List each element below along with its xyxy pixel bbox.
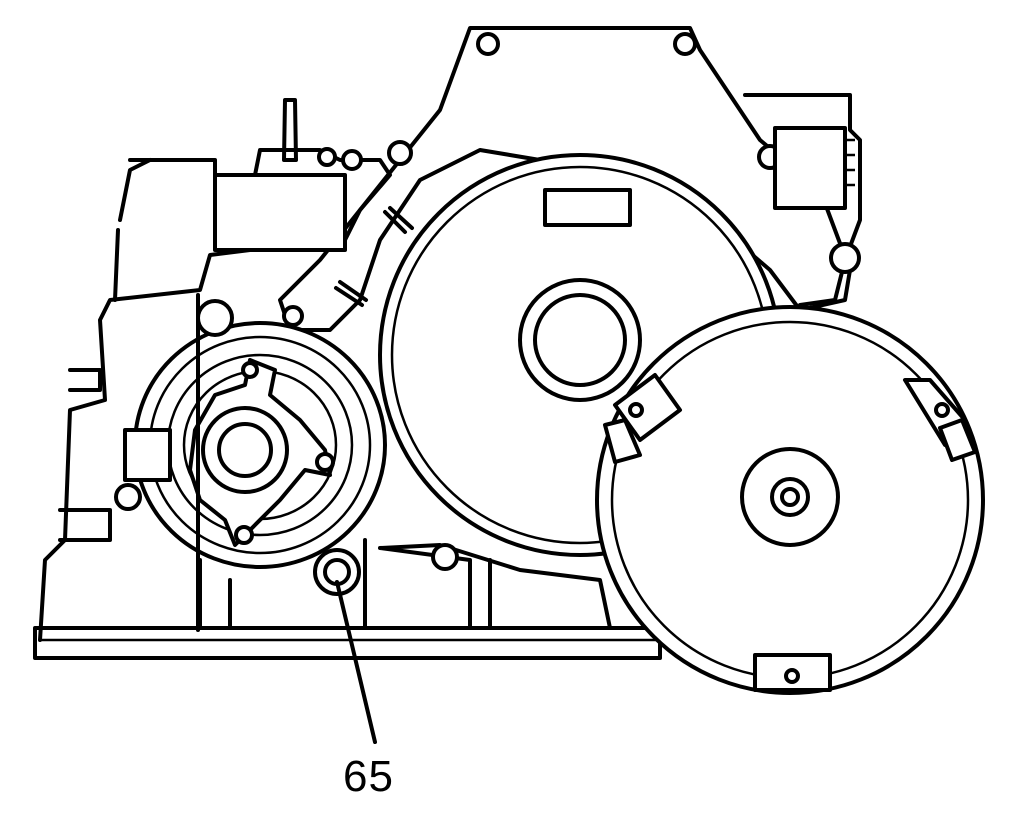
converter-lug-bottom-hole bbox=[784, 668, 800, 684]
lower-boss bbox=[431, 543, 459, 571]
pump-bolt-top bbox=[241, 361, 259, 379]
mount-hole-top-left bbox=[476, 32, 500, 56]
converter-lug-left bbox=[613, 373, 682, 442]
converter-left-tabs bbox=[603, 418, 642, 464]
mount-hole-arm bbox=[282, 305, 304, 327]
converter-hub-inner bbox=[533, 293, 627, 387]
converter-lug-left-hole bbox=[628, 402, 644, 418]
side-sensor-lead bbox=[58, 368, 112, 542]
converter-window bbox=[543, 188, 632, 227]
pump-top-boss bbox=[196, 299, 234, 337]
mount-hole-top-right bbox=[673, 32, 697, 56]
stud bbox=[282, 98, 298, 162]
callout-65-leader bbox=[335, 580, 377, 744]
converter-pilot bbox=[780, 487, 800, 507]
callout-65-label: 65 bbox=[343, 752, 394, 801]
right-bracket bbox=[743, 93, 862, 307]
right-connector bbox=[773, 126, 847, 210]
housing-tick-marks bbox=[334, 206, 414, 307]
right-connector-ribs bbox=[845, 138, 855, 187]
upper-block bbox=[213, 173, 347, 252]
right-bracket-boss bbox=[829, 242, 861, 274]
side-sensor bbox=[123, 428, 172, 482]
converter-right-tabs bbox=[938, 418, 977, 462]
stud-cap-right bbox=[341, 149, 363, 171]
pump-bore-inner bbox=[217, 422, 273, 478]
lower-case bbox=[198, 538, 612, 630]
mount-hole-left bbox=[387, 140, 413, 166]
pump-bolt-right bbox=[315, 452, 335, 472]
oil-pan bbox=[33, 626, 662, 660]
stud-cap-left bbox=[317, 147, 337, 167]
converter-lug-right-hole bbox=[934, 402, 950, 418]
left-case-upper bbox=[113, 158, 152, 302]
pump-bolt-bottom bbox=[234, 525, 254, 545]
side-boss bbox=[114, 483, 142, 511]
